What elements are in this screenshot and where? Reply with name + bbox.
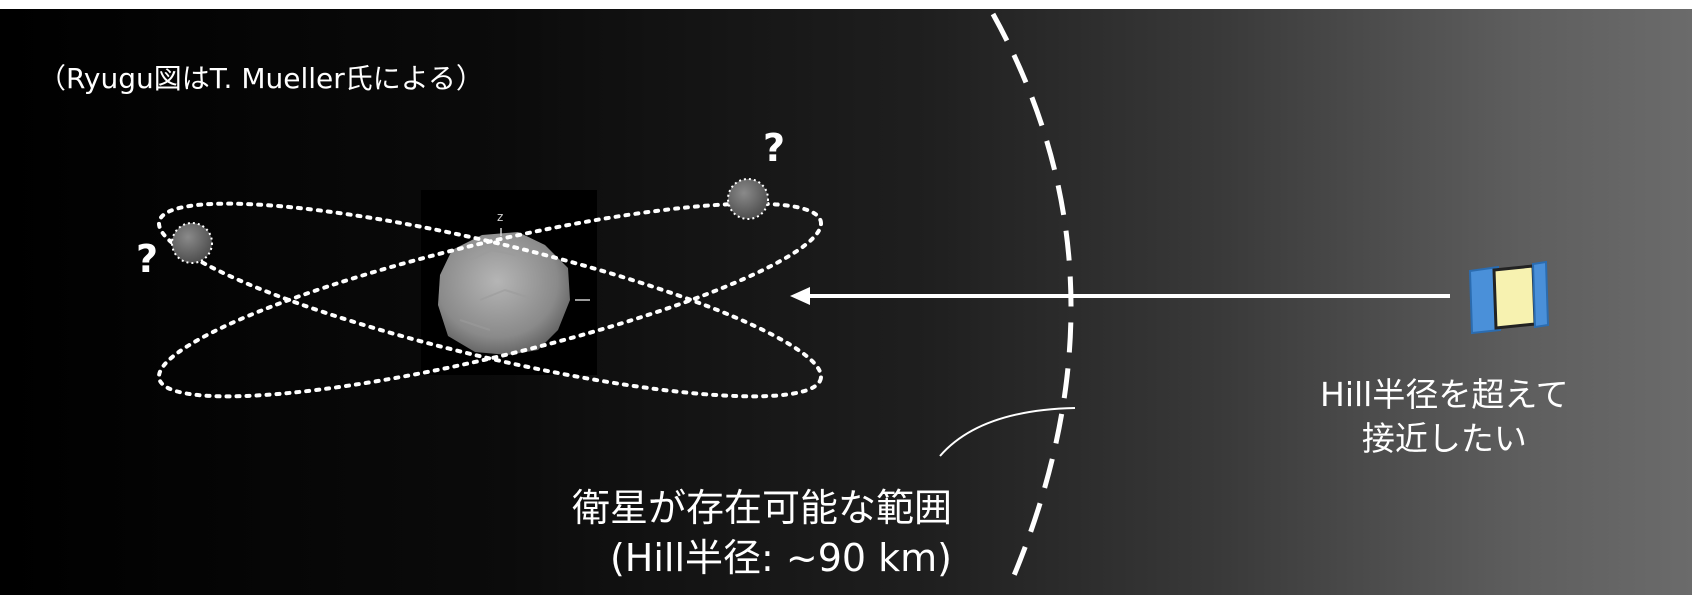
callout-leader-line <box>939 407 1076 457</box>
orbit-ellipse-b <box>156 201 824 399</box>
question-mark-right: ? <box>763 126 786 170</box>
question-mark-left: ? <box>136 237 159 281</box>
hill-sphere-boundary <box>990 12 1074 586</box>
spacecraft-icon <box>1468 260 1550 335</box>
satellite-region-label: 衛星が存在可能な範囲 (Hill半径: ~90 km) <box>572 483 952 583</box>
orbit-diagram: z <box>156 12 1550 586</box>
asteroid-surface-detail <box>459 248 531 331</box>
moon-candidate-left <box>171 222 213 264</box>
orbit-ellipse-a <box>156 201 824 399</box>
approach-note-line1: Hill半径を超えて <box>1320 375 1569 414</box>
asteroid-ryugu <box>438 232 570 355</box>
moon-candidate-right <box>727 178 769 220</box>
image-credit: （Ryugu図はT. Mueller氏による） <box>38 62 484 95</box>
arrow-left-icon <box>790 287 810 305</box>
asteroid-axis-label: z <box>497 210 503 224</box>
satellite-region-title: 衛星が存在可能な範囲 <box>572 486 953 530</box>
top-margin <box>0 0 1692 9</box>
slide-canvas: z （Ryugu図はT. Mueller氏による） ? ? 衛星が存在可能な範囲… <box>0 9 1692 595</box>
hill-radius-value: (Hill半径: ~90 km) <box>609 536 953 580</box>
approach-note-line2: 接近したい <box>1361 419 1527 458</box>
approach-note: Hill半径を超えて 接近したい <box>1320 373 1569 461</box>
